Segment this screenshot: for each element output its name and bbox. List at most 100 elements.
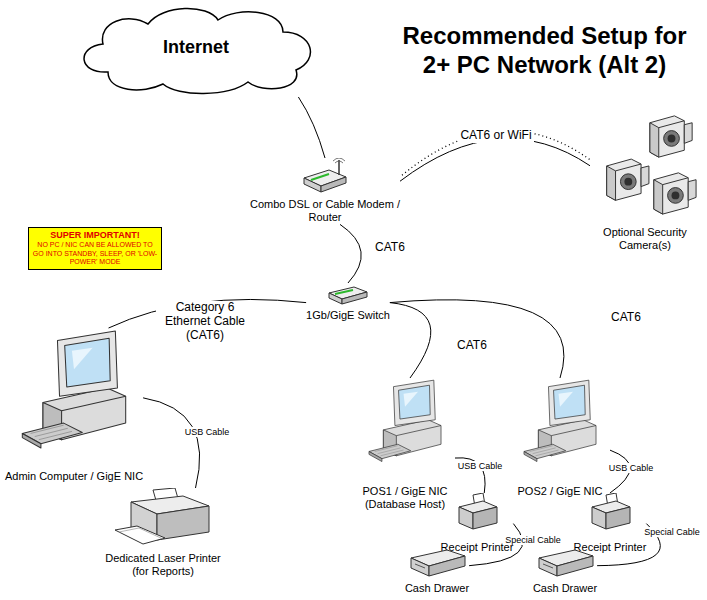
icon-part bbox=[342, 292, 367, 304]
device-label: Combo DSL or Cable Modem / Router bbox=[250, 198, 400, 224]
icon-part bbox=[65, 338, 110, 387]
icon-part bbox=[473, 507, 497, 529]
warning-note: SUPER IMPORTANT!NO PC / NIC CAN BE ALLOW… bbox=[28, 227, 162, 270]
icon-part bbox=[606, 507, 630, 529]
cable-label: Special Cable bbox=[503, 535, 563, 545]
cable-label: USB Cable bbox=[607, 463, 656, 473]
icon-part bbox=[654, 173, 696, 214]
icon-part bbox=[641, 166, 649, 187]
receipt-printer-icon bbox=[441, 493, 514, 533]
cable-label: CAT6 bbox=[455, 339, 489, 353]
icon-part bbox=[510, 378, 610, 463]
camera-group-icon bbox=[590, 108, 700, 220]
router-device: Combo DSL or Cable Modem / Router bbox=[250, 158, 400, 224]
icon-part bbox=[551, 426, 596, 436]
device-label: POS1 / GigE NIC (Database Host) bbox=[355, 485, 455, 511]
icon-part bbox=[321, 177, 346, 192]
icon-part bbox=[590, 108, 700, 220]
icon-part bbox=[557, 556, 593, 576]
icon-part bbox=[664, 131, 680, 147]
cash-drawer-icon bbox=[405, 546, 469, 580]
device-label: Optional Security Camera(s) bbox=[593, 226, 697, 252]
cable-label: Special Cable bbox=[642, 527, 702, 537]
icon-part bbox=[459, 507, 473, 529]
pos-computer: POS1 / GigE NIC (Database Host) bbox=[355, 378, 455, 511]
laser-printer: Dedicated Laser Printer (for Reports) bbox=[98, 488, 228, 578]
icon-part bbox=[672, 192, 680, 200]
icon-part bbox=[554, 385, 586, 419]
icon-part bbox=[333, 158, 345, 163]
icon-part bbox=[62, 396, 126, 410]
icon-part bbox=[393, 380, 435, 425]
admin-computer: Admin Computer / GigE NIC bbox=[5, 328, 143, 483]
icon-part bbox=[31, 425, 72, 439]
icon-part bbox=[688, 180, 696, 201]
icon-part bbox=[375, 446, 404, 456]
icon-part bbox=[453, 493, 501, 533]
icon-part bbox=[659, 121, 685, 128]
icon-part bbox=[338, 160, 340, 175]
cable-label: CAT6 bbox=[373, 241, 407, 255]
icon-part bbox=[654, 180, 663, 214]
icon-part bbox=[668, 135, 676, 143]
icon-part bbox=[415, 564, 425, 568]
icon-part bbox=[326, 283, 370, 307]
icon-part bbox=[543, 564, 553, 568]
pos-computer: POS2 / GigE NIC bbox=[510, 378, 610, 498]
icon-part bbox=[72, 348, 93, 370]
note-heading: SUPER IMPORTANT! bbox=[32, 230, 158, 241]
icon-part bbox=[586, 493, 634, 533]
icon-part bbox=[335, 290, 353, 294]
icon-part bbox=[119, 528, 163, 539]
cable-line bbox=[143, 398, 200, 488]
cash-drawer-icon bbox=[533, 546, 597, 580]
receipt-printer: Receipt Printer bbox=[574, 493, 647, 554]
network-switch: 1Gb/GigE Switch bbox=[306, 283, 390, 322]
device-label: Admin Computer / GigE NIC bbox=[5, 470, 143, 483]
cable-label: CAT6 bbox=[609, 311, 643, 325]
device-label: 1Gb/GigE Switch bbox=[306, 309, 390, 322]
icon-part bbox=[539, 558, 557, 576]
icon-part bbox=[559, 392, 573, 407]
admin-computer-icon bbox=[5, 328, 143, 450]
icon-part bbox=[399, 385, 431, 419]
cash-drawer: Cash Drawer bbox=[533, 546, 597, 595]
cable-label: USB Cable bbox=[456, 461, 505, 471]
icon-part bbox=[650, 123, 659, 157]
icon-part bbox=[535, 546, 595, 580]
router-device-icon bbox=[250, 158, 400, 194]
icon-part bbox=[115, 526, 165, 544]
note-body: NO PC / NIC CAN BE ALLOWED TO GO INTO ST… bbox=[32, 241, 158, 267]
icon-part bbox=[624, 178, 632, 186]
icon-part bbox=[548, 380, 590, 425]
icon-part bbox=[684, 123, 692, 144]
device-label: Cash Drawer bbox=[405, 582, 469, 595]
cloud-label: Internet bbox=[163, 37, 229, 58]
icon-part bbox=[650, 116, 684, 157]
laser-printer-icon bbox=[98, 488, 228, 548]
icon-part bbox=[663, 178, 689, 185]
icon-part bbox=[607, 166, 616, 200]
icon-part bbox=[113, 488, 213, 548]
icon-part bbox=[396, 426, 441, 436]
camera-group: Optional Security Camera(s) bbox=[590, 108, 700, 252]
icon-part bbox=[18, 328, 130, 450]
cable-line bbox=[400, 139, 590, 181]
network-switch-icon bbox=[306, 283, 390, 307]
icon-part bbox=[429, 556, 465, 576]
icon-part bbox=[311, 174, 329, 180]
cable-label: Category 6 Ethernet Cable (CAT6) bbox=[156, 301, 255, 342]
cable-label: CAT6 or WiFi bbox=[458, 129, 533, 143]
device-label: Dedicated Laser Printer (for Reports) bbox=[98, 552, 228, 578]
icon-part bbox=[355, 378, 455, 463]
device-label: Cash Drawer bbox=[533, 582, 597, 595]
icon-part bbox=[57, 331, 117, 396]
device-label: Receipt Printer bbox=[574, 541, 647, 554]
cable-line bbox=[390, 303, 431, 378]
icon-part bbox=[407, 546, 467, 580]
icon-part bbox=[620, 174, 636, 190]
receipt-printer-icon bbox=[574, 493, 647, 533]
cable-line bbox=[298, 97, 325, 158]
icon-part bbox=[607, 159, 641, 200]
